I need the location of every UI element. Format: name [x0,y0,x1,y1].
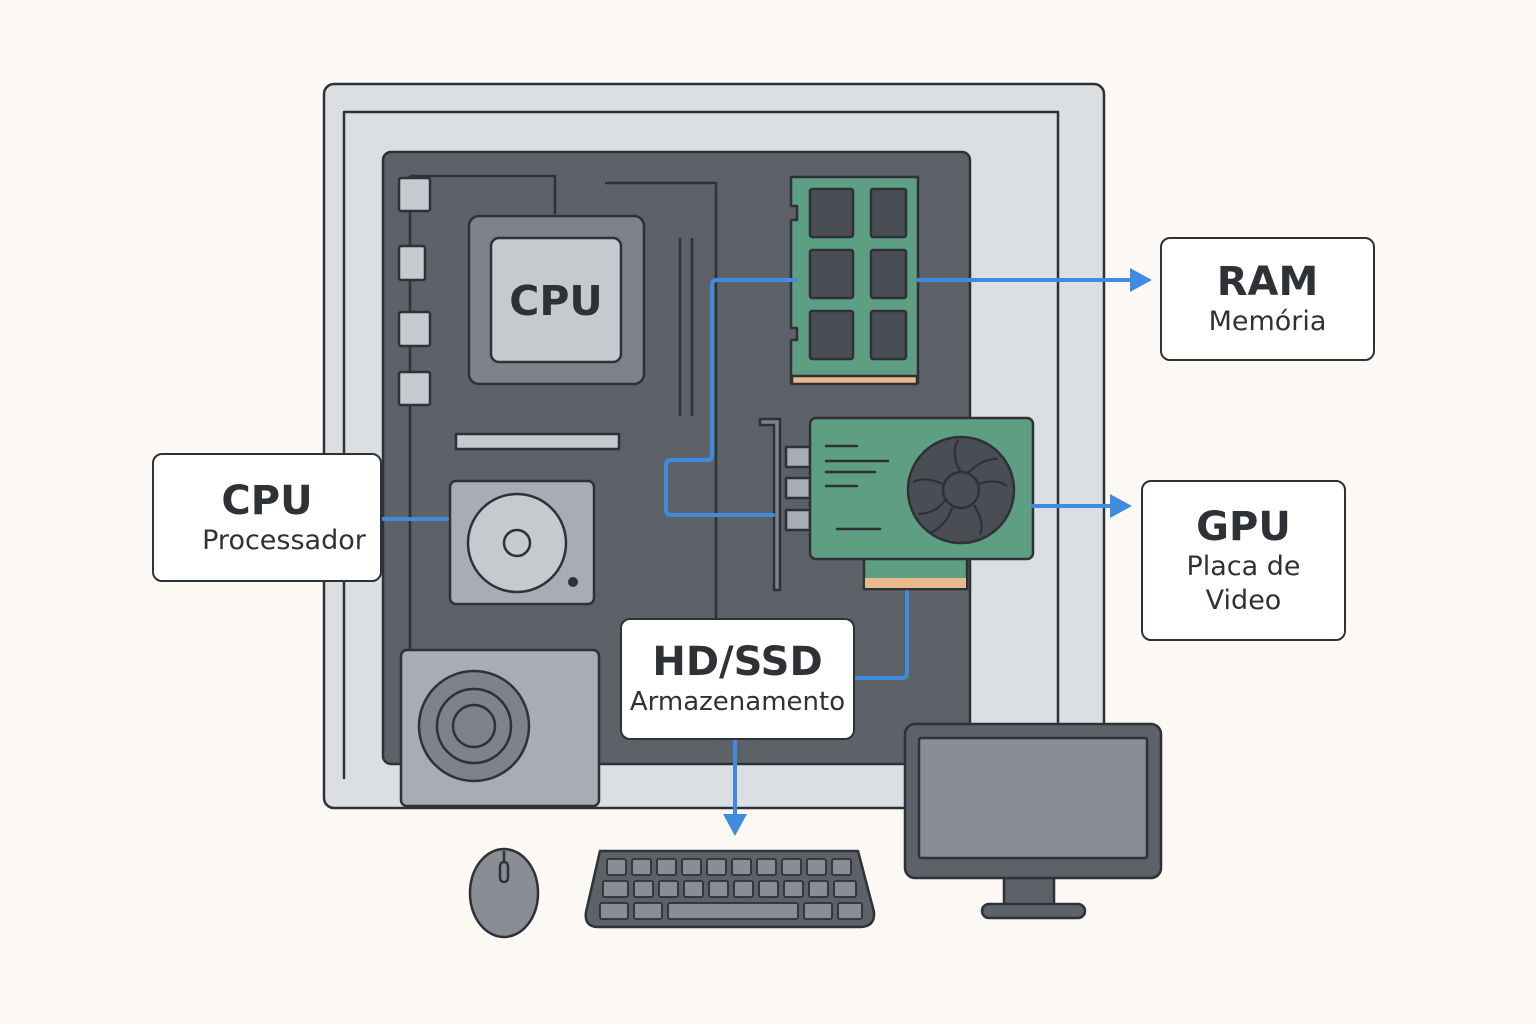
cpu-chip [489,236,623,364]
keyboard-icon [584,849,876,929]
gpu-subtitle: Placa de Video [1186,550,1301,616]
storage-subtitle: Armazenamento [629,687,846,717]
ram-module [789,175,920,386]
gpu-card [758,416,1035,592]
monitor-icon [903,722,1163,920]
cpu-callout: CPU Processador [152,453,382,582]
cpu-subtitle: Processador [202,524,366,556]
storage-title: HD/SSD [652,639,823,685]
cpu-chip-label: CPU [509,277,602,325]
ram-callout: RAM Memória [1160,237,1375,361]
io-ports [397,176,432,407]
cpu-title: CPU [221,477,313,524]
connector-lines [381,278,1137,820]
gpu-callout: GPU Placa de Video [1141,480,1346,641]
connector-arrowheads [723,268,1152,836]
ram-subtitle: Memória [1208,306,1327,337]
gpu-title: GPU [1196,503,1291,550]
pcie-slot [454,432,621,451]
mouse-icon [468,847,540,939]
ram-title: RAM [1216,259,1319,305]
case-inner-frame [342,110,1060,780]
storage-callout: HD/SSD Armazenamento [620,618,855,740]
